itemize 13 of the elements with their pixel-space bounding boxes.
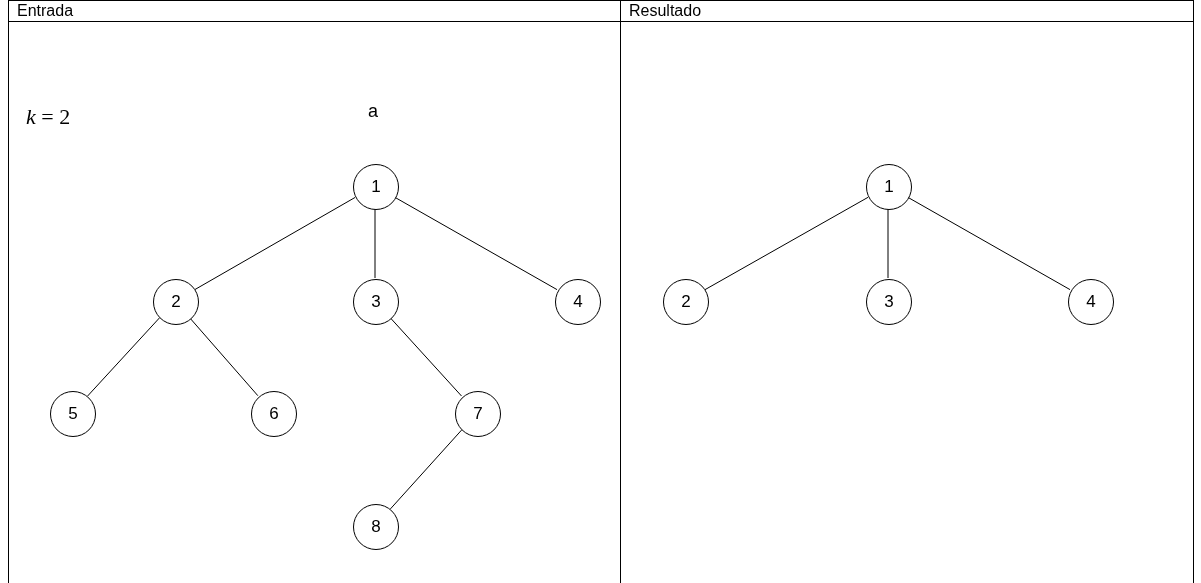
connector-line: [374, 208, 376, 279]
column-header: Entrada: [9, 1, 620, 22]
connector-line: [887, 208, 889, 279]
connector-line: [389, 429, 463, 510]
math-expression: k = 2: [26, 103, 71, 131]
connector-line: [390, 317, 462, 397]
table-column: [620, 0, 1194, 583]
column-header: Resultado: [621, 1, 1193, 22]
text-label: a: [368, 100, 378, 123]
connector-line: [194, 196, 356, 291]
table-column: [8, 0, 621, 583]
connector-line: [87, 317, 160, 397]
connector-line: [189, 317, 259, 397]
